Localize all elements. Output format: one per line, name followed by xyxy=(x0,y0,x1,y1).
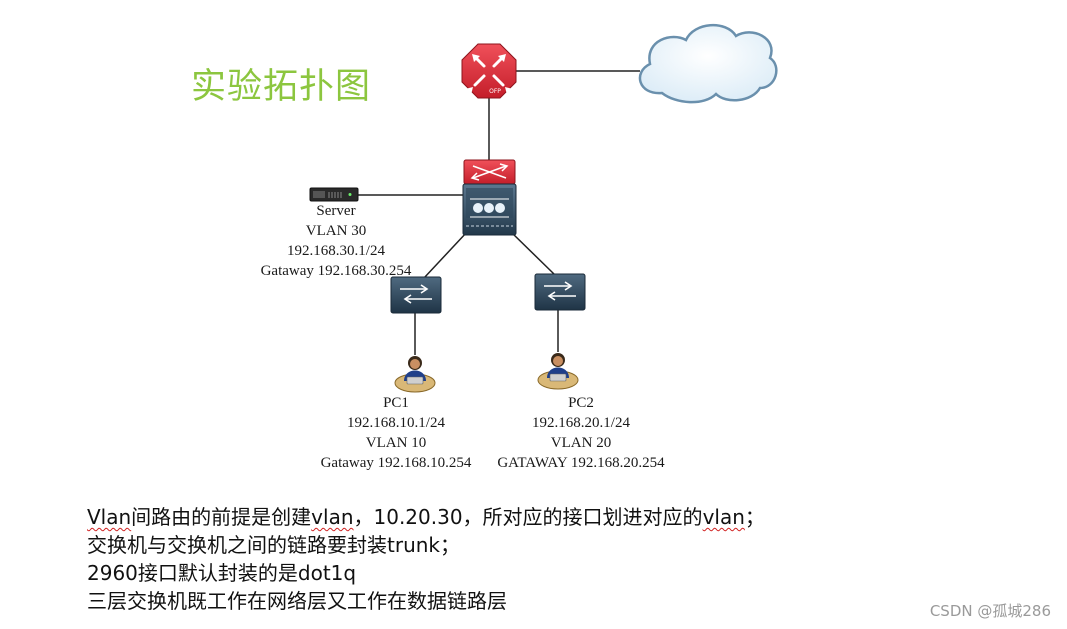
note-1-part-c: vlan xyxy=(311,505,354,529)
pc1-ip: 192.168.10.1/24 xyxy=(347,415,445,431)
note-1-part-a: Vlan xyxy=(87,505,132,529)
note-1-part-e: vlan xyxy=(702,505,745,529)
notes-block: Vlan间路由的前提是创建vlan，10.20.30，所对应的接口划进对应的vl… xyxy=(87,503,765,615)
pc1-label: PC1 192.168.10.1/24 VLAN 10 Gataway 192.… xyxy=(296,393,496,473)
l3-switch-icon xyxy=(462,183,517,236)
server-ip: 192.168.30.1/24 xyxy=(287,243,385,259)
access-switch-1-icon xyxy=(390,276,442,314)
pc1-gateway: Gataway 192.168.10.254 xyxy=(320,455,472,471)
note-line-2: 交换机与交换机之间的链路要封装trunk； xyxy=(87,533,460,557)
link-l3switch-sw2 xyxy=(510,231,555,275)
link-l3switch-sw1 xyxy=(423,231,468,279)
server-icon xyxy=(309,187,359,202)
pc1-vlan: VLAN 10 xyxy=(365,435,427,451)
watermark: CSDN @孤城286 xyxy=(929,602,1051,620)
note-line-3: 2960接口默认封装的是dot1q xyxy=(87,561,357,585)
note-1-part-f: ； xyxy=(744,505,765,529)
cloud-icon xyxy=(638,23,778,104)
pc2-vlan: VLAN 20 xyxy=(550,435,612,451)
router-badge-label: OFP xyxy=(489,88,501,95)
pc2-name: PC2 xyxy=(568,395,594,411)
firewall-icon xyxy=(463,159,516,185)
pc2-user-icon xyxy=(537,353,579,390)
server-vlan: VLAN 30 xyxy=(305,223,367,239)
server-label: Server VLAN 30 192.168.30.1/24 Gataway 1… xyxy=(236,201,436,281)
access-switch-2-icon xyxy=(534,273,586,311)
note-1-part-b: 间路由的前提是创建 xyxy=(131,505,312,529)
server-gateway: Gataway 192.168.30.254 xyxy=(260,263,412,279)
server-name: Server xyxy=(316,203,356,219)
note-line-1: Vlan间路由的前提是创建vlan，10.20.30，所对应的接口划进对应的vl… xyxy=(87,503,765,531)
pc2-label: PC2 192.168.20.1/24 VLAN 20 GATAWAY 192.… xyxy=(481,393,681,473)
links xyxy=(358,70,640,355)
pc2-ip: 192.168.20.1/24 xyxy=(532,415,630,431)
pc1-name: PC1 xyxy=(383,395,409,411)
pc2-gateway: GATAWAY 192.168.20.254 xyxy=(497,455,665,471)
note-line-4: 三层交换机既工作在网络层又工作在数据链路层 xyxy=(87,589,507,613)
router-icon: OFP xyxy=(461,43,517,99)
pc1-user-icon xyxy=(394,356,436,393)
note-1-part-d: ，10.20.30，所对应的接口划进对应的 xyxy=(353,505,703,529)
diagram-title: 实验拓扑图 xyxy=(191,67,372,107)
